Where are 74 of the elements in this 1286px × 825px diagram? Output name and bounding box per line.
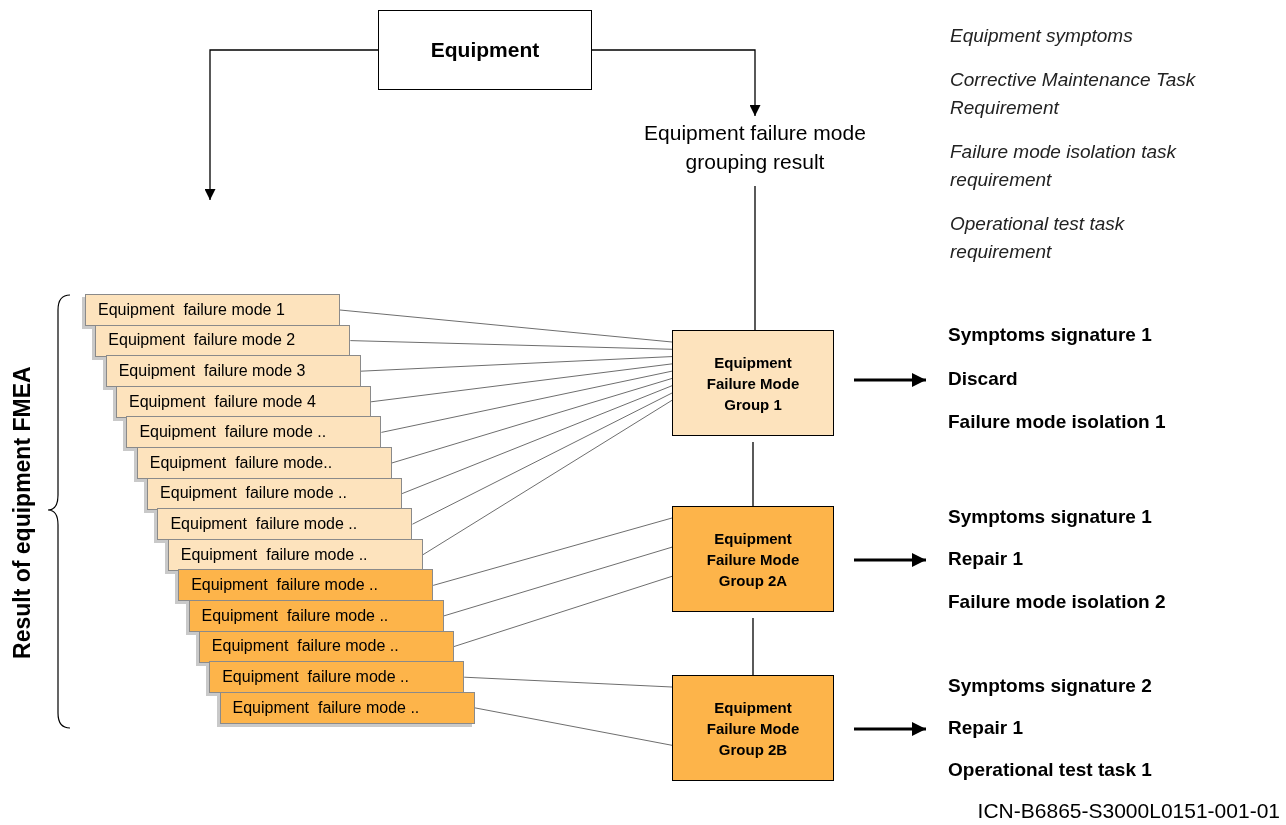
box-label: Equipment Failure Mode Group 2B (705, 697, 801, 760)
note-text: Equipment symptoms (950, 24, 1134, 48)
box-label: Equipment failure mode .. (211, 636, 399, 657)
box-label: Equipment Failure Mode Group 2A (705, 528, 801, 591)
failure-mode-box (126, 416, 382, 449)
box-label: Equipment failure mode .. (232, 697, 420, 718)
box-label: Equipment failure mode .. (160, 483, 347, 504)
axis-label: Result of equipment FMEA (8, 365, 37, 661)
box-label: Equipment Failure Mode Group 1 (705, 352, 801, 415)
box-label: Equipment failure mode 1 (98, 299, 285, 320)
connector-line (391, 377, 673, 464)
failure-mode-box (116, 385, 372, 418)
connector-line (463, 676, 673, 688)
connector-line (422, 399, 673, 556)
connector-line (474, 707, 673, 746)
connector-line (370, 363, 673, 403)
arrow (854, 373, 926, 387)
note-text: Failure mode isolation task requirement (950, 140, 1178, 192)
failure-mode-box (95, 324, 351, 357)
arrow (854, 722, 926, 736)
result-text: Repair 1 (948, 713, 1238, 745)
group-box (672, 675, 834, 781)
note-text: Operational test task requirement (950, 212, 1126, 264)
connector-line (349, 340, 673, 350)
failure-mode-box (209, 661, 465, 694)
box-label: Equipment (430, 37, 540, 64)
failure-mode-box (219, 691, 475, 724)
box-label: Equipment failure mode .. (222, 667, 409, 687)
box-label: Equipment failure mode 3 (118, 361, 306, 381)
failure-mode-box (85, 294, 340, 326)
box-label: Equipment failure mode .. (180, 544, 368, 565)
failure-mode-box (147, 477, 403, 510)
failure-mode-box (105, 355, 361, 388)
failure-mode-box (198, 630, 454, 663)
figure-code: ICN-B6865-S3000L0151-001-01 (976, 798, 1280, 824)
box-label: Equipment failure mode.. (149, 452, 333, 473)
arrow (204, 49, 379, 201)
result-text: Discard (948, 364, 1238, 396)
connector-line (339, 309, 673, 343)
connector-line (453, 575, 673, 648)
failure-mode-box (188, 600, 444, 632)
connector-line (411, 392, 673, 525)
arrow (591, 49, 761, 117)
result-text: Repair 1 (948, 544, 1238, 576)
connector-line (754, 185, 756, 331)
failure-mode-box (157, 508, 413, 541)
connector-line (401, 385, 673, 495)
result-text: Failure mode isolation 2 (948, 587, 1238, 619)
failure-mode-box (136, 447, 392, 479)
group-box (672, 330, 834, 436)
connector-line (432, 517, 673, 586)
box-label: Equipment failure mode 2 (108, 330, 296, 351)
connector-line (752, 617, 754, 676)
connector-line (380, 370, 673, 433)
connector-line (752, 441, 754, 507)
box-label: Equipment failure mode .. (170, 514, 358, 534)
arrow (854, 553, 926, 567)
connector-line (443, 546, 673, 617)
box-label: Equipment failure mode .. (139, 422, 327, 443)
note-text: Corrective Maintenance Task Requirement (950, 68, 1197, 120)
connector-line (360, 356, 673, 372)
result-text: Operational test task 1 (948, 755, 1238, 787)
box-label: Equipment failure mode .. (191, 575, 378, 596)
result-text: Symptoms signature 1 (948, 320, 1238, 352)
result-text: Symptoms signature 1 (948, 502, 1238, 534)
grouping-result-text: Equipment failure mode grouping result (640, 116, 870, 177)
group-box (672, 506, 834, 612)
box-label: Equipment failure mode 4 (129, 391, 316, 412)
result-text: Symptoms signature 2 (948, 671, 1238, 703)
failure-mode-box (167, 538, 423, 571)
equipment-box (378, 10, 592, 90)
box-label: Equipment failure mode .. (201, 605, 389, 626)
result-text: Failure mode isolation 1 (948, 407, 1238, 439)
failure-mode-box (178, 569, 434, 602)
